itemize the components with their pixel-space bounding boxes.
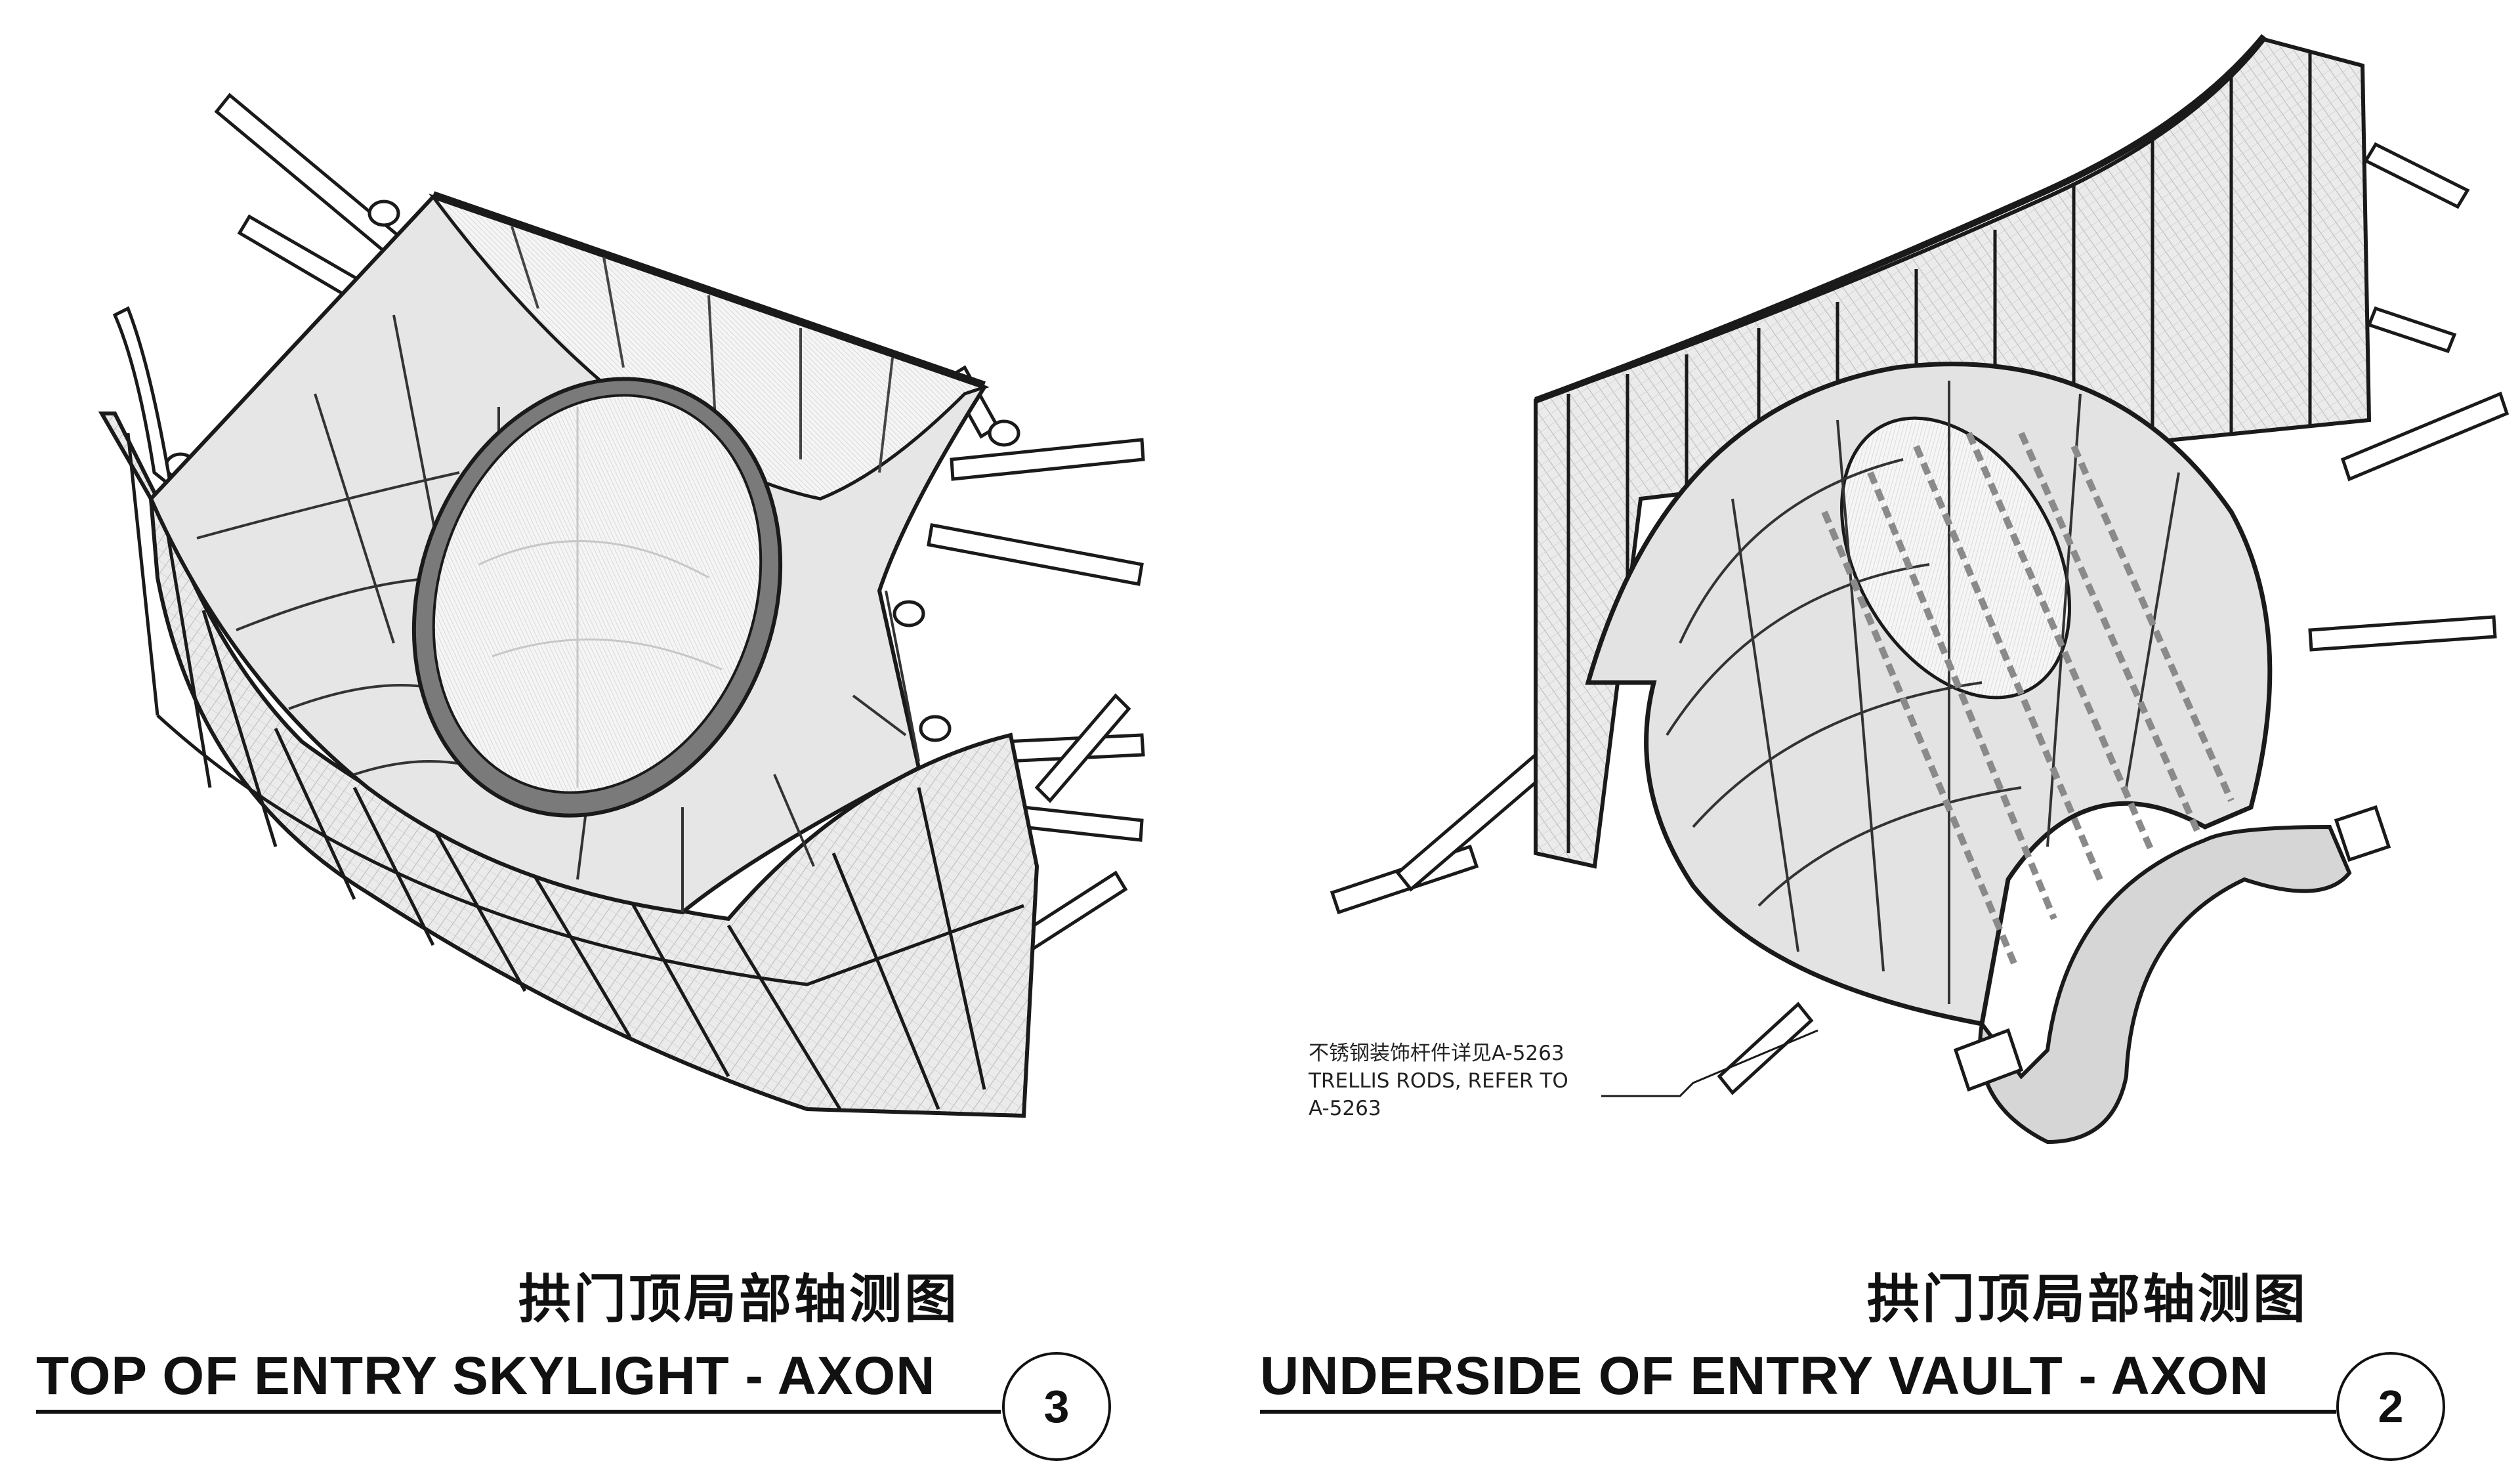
- screen-top-rail: [1534, 33, 2267, 404]
- vault-underside-axon-drawing: [1330, 33, 2510, 1145]
- skylight-top-axon-drawing: [98, 93, 1145, 1118]
- channel-end-caps: [1953, 805, 2391, 1092]
- view-3-title-cn: 拱门顶局部轴测图: [518, 1269, 959, 1330]
- view-3-number: 3: [1043, 1381, 1070, 1432]
- annotation-line-en: TRELLIS RODS, REFER TO: [1309, 1069, 1568, 1093]
- view-2-title-cn: 拱门顶局部轴测图: [1867, 1269, 2308, 1330]
- trellis-rods: [1821, 431, 2235, 966]
- oculus-glass-lines: [478, 407, 723, 788]
- vault-skylight-opening: [1840, 416, 2071, 700]
- trellis-rods-annotation: 不锈钢装饰杆件详见A-5263 TRELLIS RODS, REFER TO A…: [1309, 1040, 1568, 1122]
- skylight-frame-mullions: [511, 226, 894, 473]
- view-3-title-underline: [36, 1410, 1001, 1414]
- view-2-title-en: UNDERSIDE OF ENTRY VAULT - AXON: [1260, 1346, 2269, 1406]
- support-struts: [214, 93, 1145, 951]
- mesh-screen-mullions: [126, 433, 1024, 1110]
- view-2-number: 2: [2378, 1381, 2404, 1432]
- support-struts: [1330, 142, 2510, 1095]
- shell-panel-joints: [196, 314, 920, 912]
- skylight-frame: [429, 193, 990, 501]
- view-2-title-underline: [1260, 1410, 2336, 1414]
- annotation-leader: [1601, 1029, 1818, 1097]
- view-3-title-en: TOP OF ENTRY SKYLIGHT - AXON: [36, 1346, 936, 1406]
- vault-shell: [1585, 362, 2273, 1027]
- annotation-line-ref: A-5263: [1309, 1097, 1381, 1120]
- annotation-line-cn: 不锈钢装饰杆件详见A-5263: [1309, 1042, 1564, 1065]
- left-fin: [112, 306, 173, 490]
- view-3-number-bubble: 3: [1002, 1352, 1111, 1461]
- vault-ribs: [1666, 381, 2180, 1004]
- view-2-number-bubble: 2: [2336, 1352, 2445, 1461]
- vault-edge-channel: [1978, 824, 2352, 1145]
- oculus-glass: [432, 394, 763, 794]
